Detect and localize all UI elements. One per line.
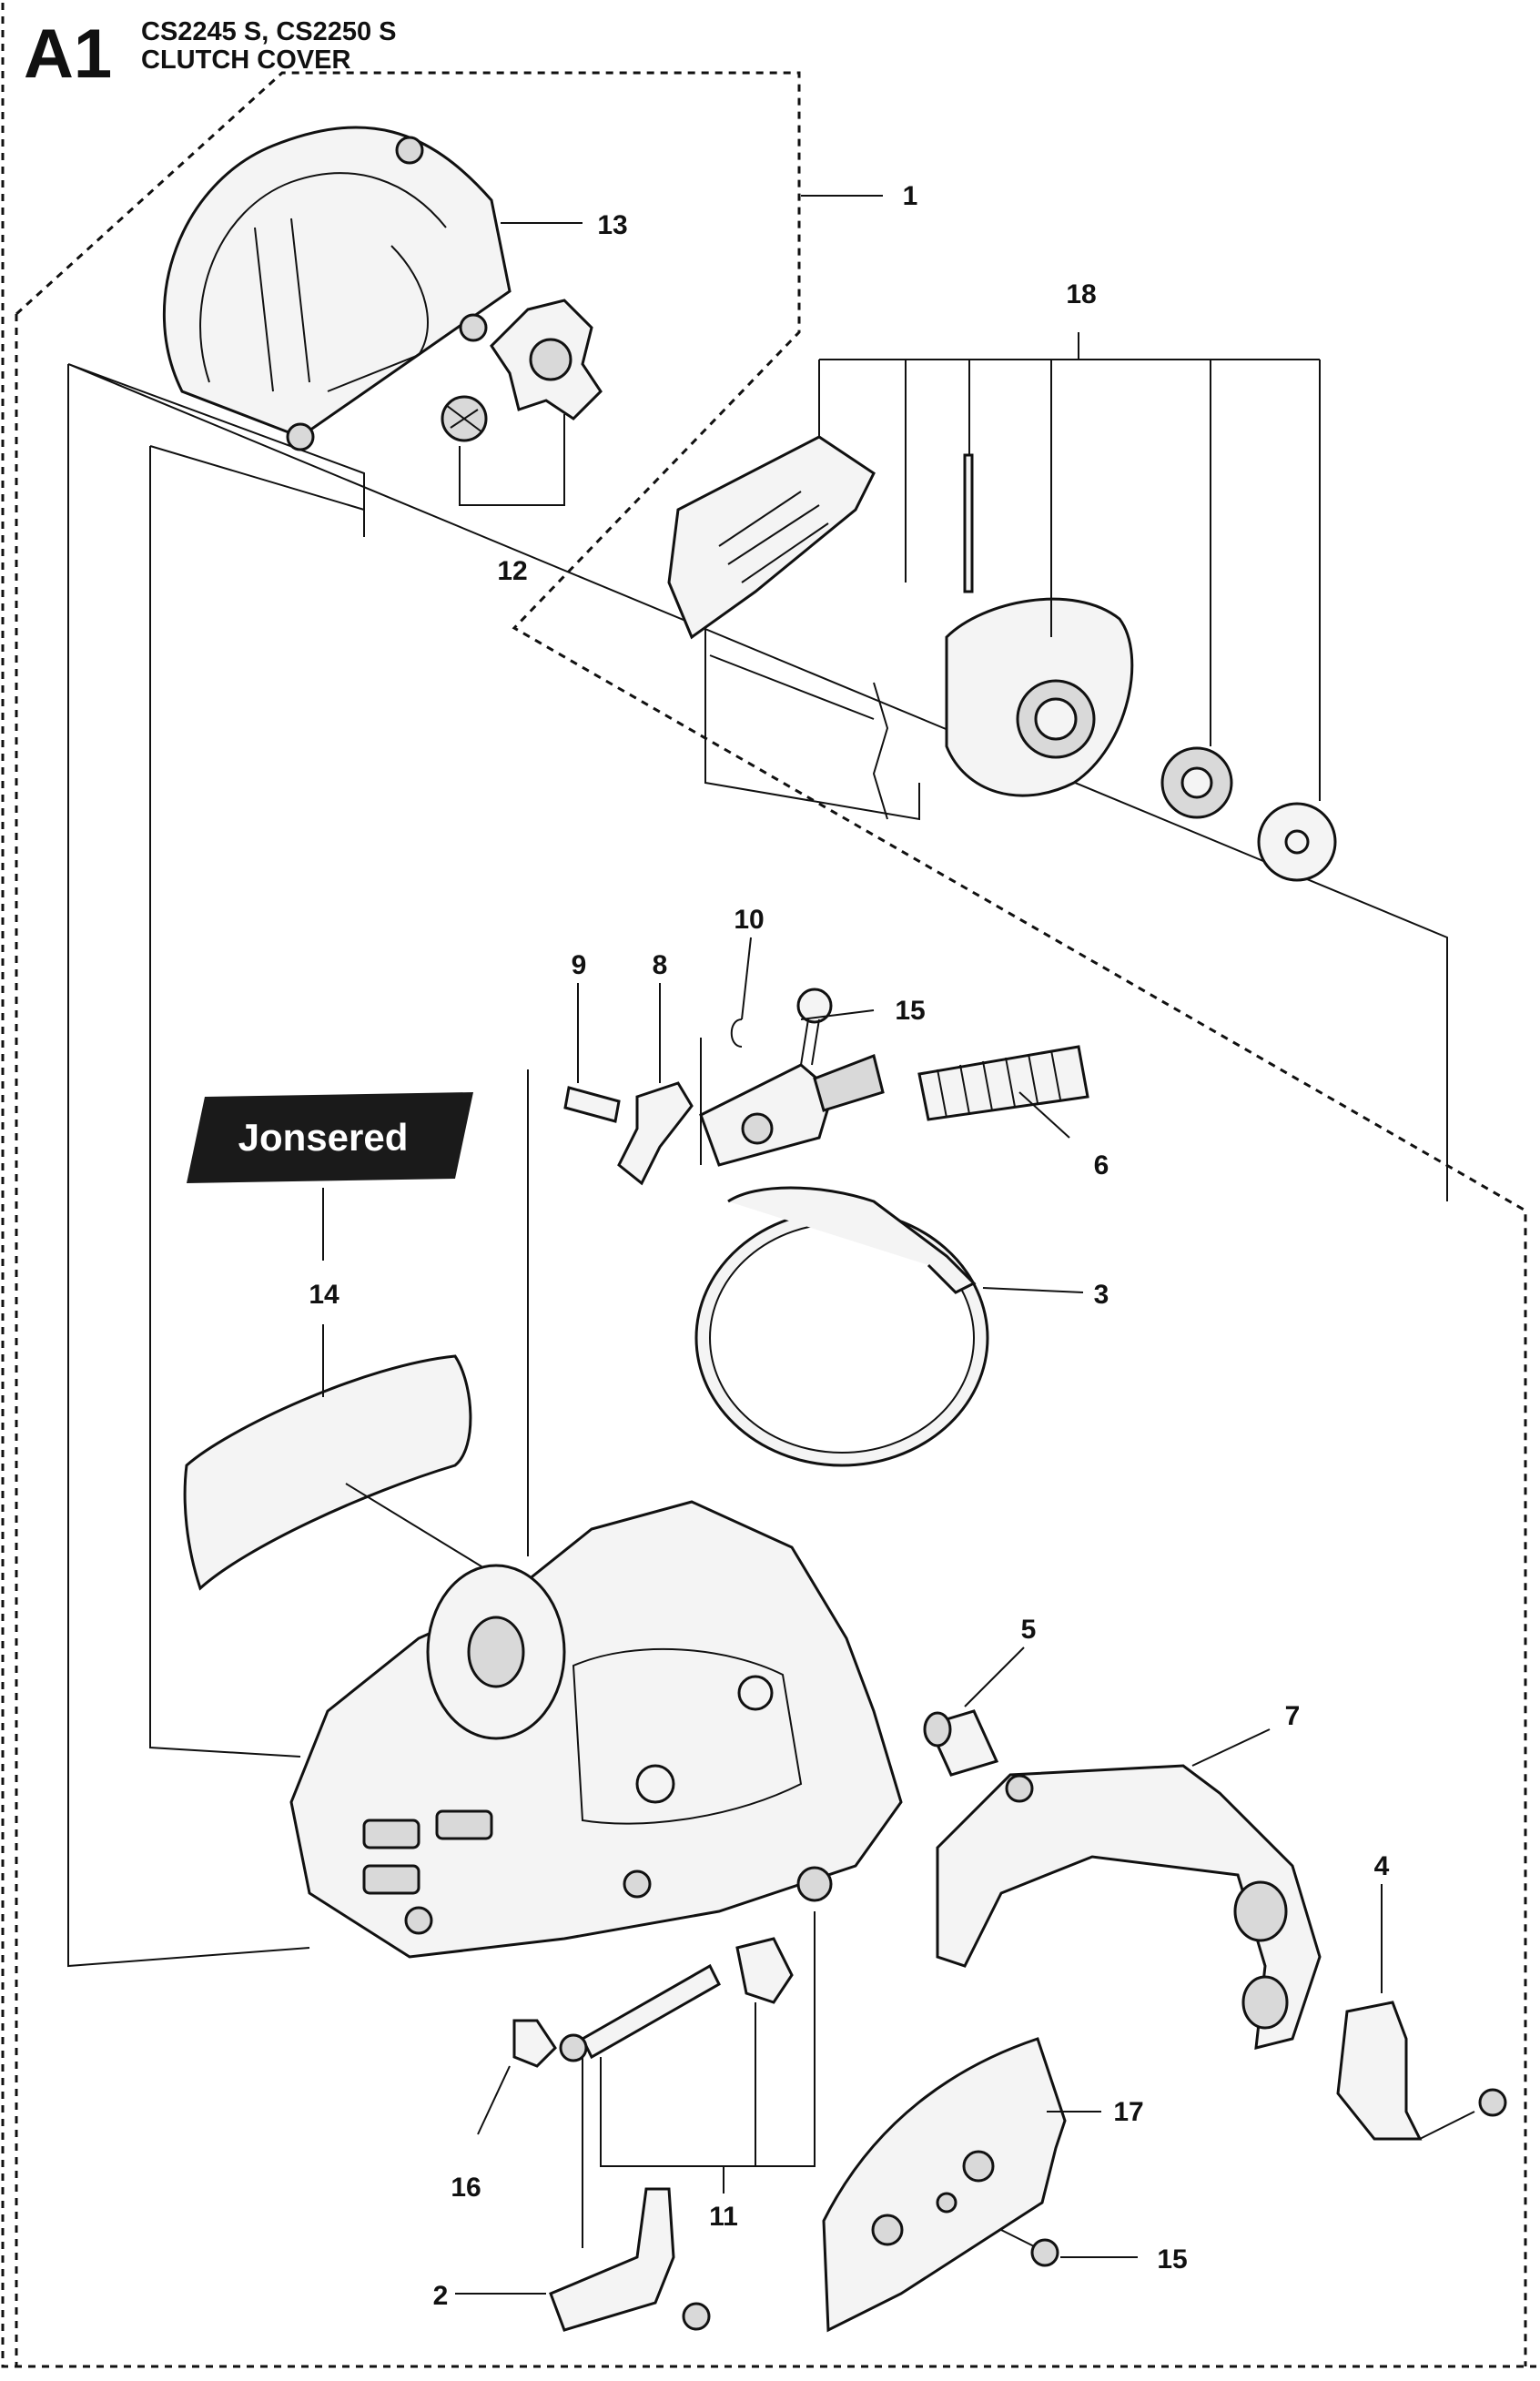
callout-10: 10 — [734, 905, 764, 935]
brake-lever-linkage — [527, 988, 885, 1556]
callout-18: 18 — [1066, 279, 1096, 309]
callout-15-lower: 15 — [1157, 2244, 1187, 2275]
decal-14: Jonsered — [183, 1092, 511, 1591]
leader-10 — [741, 937, 752, 1020]
callout-12: 12 — [497, 556, 527, 586]
chain-tensioner-11 — [477, 1866, 833, 2194]
circlip-10 — [730, 1018, 743, 1048]
cover-housing-13 — [162, 126, 512, 451]
callout-5: 5 — [1021, 1615, 1037, 1645]
callout-9: 9 — [572, 950, 587, 980]
callout-3: 3 — [1094, 1280, 1109, 1310]
spring-6 — [917, 1045, 1089, 1121]
sprocket-knob-12 — [441, 299, 603, 506]
subassembly-boundary-main — [15, 71, 1527, 2366]
chain-brake-assembly-18 — [667, 332, 1337, 882]
callout-7: 7 — [1285, 1701, 1301, 1731]
screw-15-lower — [1000, 2229, 1138, 2267]
part-2-tab — [455, 2057, 711, 2332]
brake-band-3 — [694, 1186, 1084, 1467]
guard-plate-17 — [822, 2037, 1101, 2333]
nut-16 — [512, 2019, 557, 2068]
chain-guard-7 — [936, 1728, 1322, 2050]
lever-8 — [617, 1081, 694, 1186]
callout-2: 2 — [433, 2281, 449, 2311]
callout-14: 14 — [309, 1280, 339, 1310]
callout-16: 16 — [451, 2173, 481, 2203]
explode-guide-outer — [67, 363, 1448, 1968]
brand-decal-text: Jonsered — [238, 1116, 409, 1159]
leader-6 — [1018, 1091, 1070, 1139]
callout-17: 17 — [1113, 2097, 1143, 2127]
callout-15-upper: 15 — [895, 996, 925, 1026]
assembly-title: CLUTCH COVER — [141, 46, 351, 75]
screw-15-upper — [800, 1009, 875, 1020]
callout-13: 13 — [597, 210, 627, 240]
chain-catcher-4 — [1336, 1884, 1507, 2141]
explode-guide-inner — [149, 445, 365, 1758]
callout-4: 4 — [1374, 1851, 1390, 1881]
clutch-cover-body — [289, 1500, 903, 1959]
model-numbers: CS2245 S, CS2250 S — [141, 17, 397, 46]
page-border — [1, 3, 1536, 2368]
bushing-5 — [923, 1646, 1025, 1777]
callout-11: 11 — [709, 2202, 738, 2232]
callout-1: 1 — [903, 181, 918, 211]
pin-9 — [563, 1086, 621, 1123]
callout-8: 8 — [653, 950, 668, 980]
callout-6: 6 — [1094, 1150, 1109, 1180]
section-code: A1 — [24, 15, 113, 93]
